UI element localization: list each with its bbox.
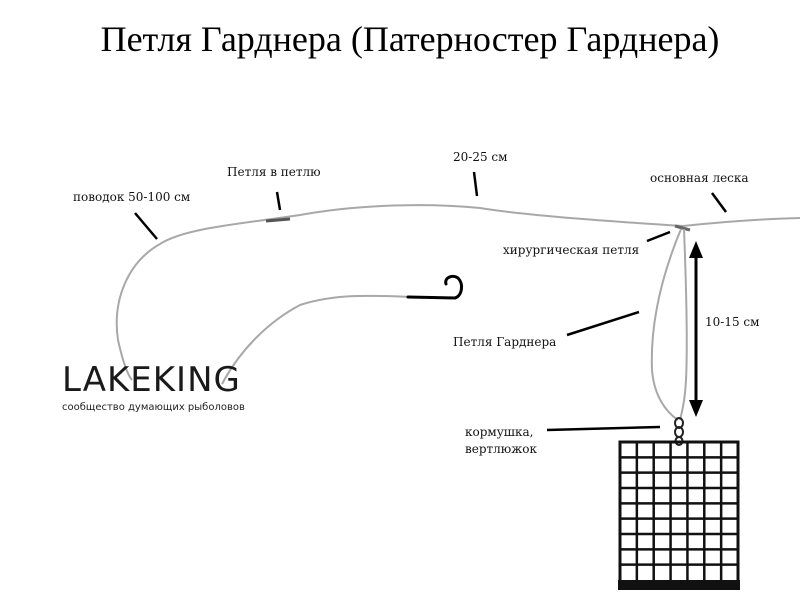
loop-to-loop-knot xyxy=(265,217,291,223)
pointer-leader xyxy=(134,212,158,240)
gardner-loop-inner xyxy=(679,228,688,421)
pointer-length-20-25 xyxy=(472,171,479,197)
hook-icon xyxy=(406,274,464,300)
brand-tagline: сообщество думающих рыболовов xyxy=(62,402,245,413)
pointer-gardner-loop xyxy=(566,310,640,337)
length-arrow xyxy=(689,241,703,417)
gardner-loop xyxy=(650,228,682,421)
leader-line-upper xyxy=(115,204,684,381)
label-surgeon-loop: хирургическая петля xyxy=(503,243,640,257)
feeder-cage-icon xyxy=(618,440,740,590)
label-leader: поводок 50-100 см xyxy=(73,190,191,204)
pointer-surgeon-loop xyxy=(646,230,671,243)
label-loop-to-loop: Петля в петлю xyxy=(227,165,321,179)
leader-line-lower xyxy=(221,294,441,385)
surgeon-knot xyxy=(674,224,691,232)
page-title: Петля Гарднера (Патерностер Гарднера) xyxy=(100,19,720,59)
pointer-loop-to-loop xyxy=(275,191,282,211)
pointer-main-line xyxy=(710,192,728,213)
pointer-feeder xyxy=(546,425,661,432)
label-feeder-line2: вертлюжок xyxy=(465,442,538,456)
label-length-20-25: 20-25 см xyxy=(453,150,508,164)
label-main-line: основная леска xyxy=(650,171,749,185)
label-length-10-15: 10-15 см xyxy=(705,315,760,329)
brand-logo: LAKEKING xyxy=(62,360,241,400)
label-feeder-line1: кормушка, xyxy=(465,425,534,439)
label-gardner-loop: Петля Гарднера xyxy=(453,335,557,349)
main-line xyxy=(682,217,800,227)
